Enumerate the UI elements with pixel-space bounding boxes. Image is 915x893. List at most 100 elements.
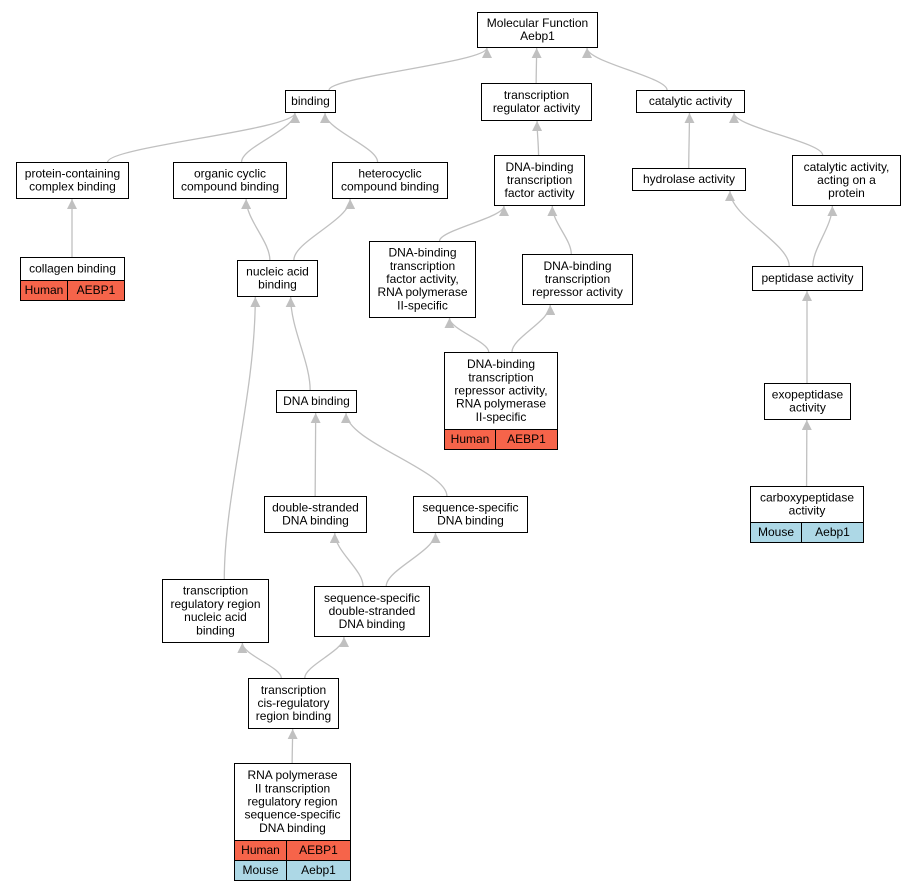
node-label: factor activity (504, 186, 574, 200)
node-binding: binding (285, 90, 336, 113)
edge-binding-to-root (328, 47, 492, 91)
node-box (444, 352, 558, 430)
node-label: DNA-binding (543, 259, 611, 273)
node-label: heterocyclic (358, 166, 421, 180)
edge-pep-to-hyd (724, 190, 790, 267)
node-label: transcription (261, 683, 326, 697)
node-label: sequence-specific (422, 500, 518, 514)
node-label: regulatory region (170, 597, 260, 611)
node-label: protein (828, 186, 865, 200)
gene-cell (801, 522, 864, 543)
node-label: II transcription (255, 781, 330, 795)
edge-dbtfa-to-tra (532, 120, 543, 156)
edge-occ-to-binding (240, 112, 300, 163)
edge-het-to-binding (320, 112, 379, 163)
edge-dbreppol-to-dbpol (444, 317, 490, 353)
species-label: Human (25, 283, 64, 297)
node-label: double-stranded (272, 500, 359, 514)
node-label: cis-regulatory (257, 696, 329, 710)
node-label: Molecular Function (487, 16, 588, 30)
node-box (173, 162, 287, 199)
node-box (248, 678, 339, 729)
edge-ssd-to-dna (341, 412, 448, 497)
node-label: activity (789, 401, 826, 415)
node-label: repressor activity (532, 285, 623, 299)
node-label: regulatory region (247, 795, 337, 809)
node-label: hydrolase activity (643, 172, 735, 186)
node-label: sequence-specific (244, 808, 340, 822)
node-label: binding (291, 94, 330, 108)
node-box (477, 12, 598, 48)
gene-label: AEBP1 (77, 283, 116, 297)
edge-ssds-to-dsd (329, 532, 364, 587)
node-label: RNA polymerase (247, 768, 337, 782)
gene-cell (495, 429, 558, 450)
node-label: catalytic activity (649, 94, 732, 108)
edge-pcb-to-binding (107, 112, 300, 163)
gene-label: Aebp1 (301, 863, 336, 877)
node-label: nucleic acid (246, 264, 309, 278)
node-label: binding (196, 623, 235, 637)
node-box (632, 168, 746, 191)
node-hyd: hydrolase activity (632, 168, 746, 191)
gene-cell (67, 280, 125, 301)
node-box (752, 266, 863, 291)
edge-tcis-to-ssds (304, 636, 349, 679)
node-box (237, 260, 318, 297)
node-cat: catalytic activity (636, 90, 745, 113)
node-box (792, 155, 901, 206)
node-label: transcription (504, 88, 569, 102)
node-label: transcription (507, 173, 572, 187)
gene-label: Aebp1 (815, 525, 850, 539)
edge-dbpol-to-dbtfa (438, 205, 509, 242)
node-box (162, 579, 269, 643)
edge-catp-to-cat (729, 112, 824, 156)
node-box (16, 162, 129, 199)
node-label: transcription (468, 370, 533, 384)
node-box (369, 241, 476, 318)
species-label: Human (241, 843, 280, 857)
node-label: factor activity, (386, 272, 458, 286)
node-label: Aebp1 (520, 29, 555, 43)
node-label: binding (258, 278, 297, 292)
node-box (750, 486, 864, 523)
node-label: DNA binding (437, 514, 504, 528)
node-label: acting on a (817, 173, 876, 187)
node-label: organic cyclic (194, 166, 266, 180)
edge-rnap-to-tcis (287, 728, 298, 764)
species-label: Mouse (758, 525, 794, 539)
node-label: transcription (390, 259, 455, 273)
node-box (636, 90, 745, 113)
node-label: repressor activity, (454, 384, 547, 398)
node-box (522, 254, 633, 305)
node-label: double-stranded (329, 604, 416, 618)
node-label: RNA polymerase (377, 285, 467, 299)
node-label: region binding (256, 709, 331, 723)
node-label: activity (789, 504, 826, 518)
node-label: transcription (545, 272, 610, 286)
edge-ssds-to-ssd (385, 532, 441, 587)
node-box (332, 162, 448, 199)
node-label: collagen binding (29, 262, 116, 276)
node-label: DNA-binding (388, 246, 456, 260)
node-label: II-specific (476, 410, 527, 424)
